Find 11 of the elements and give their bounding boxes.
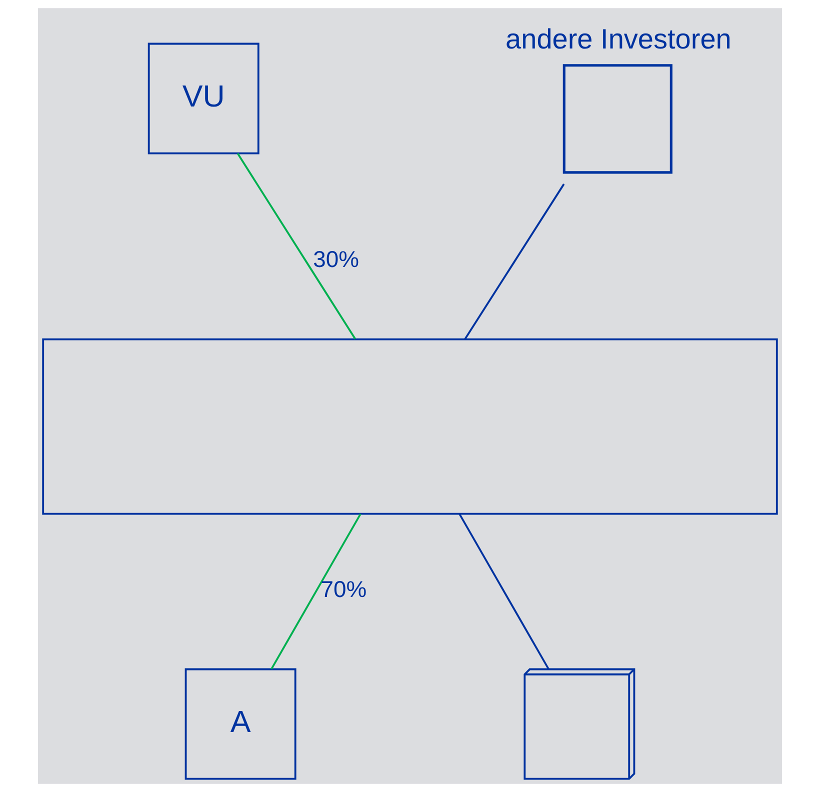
connector: [236, 153, 356, 340]
node-label: andere Investoren: [506, 23, 732, 54]
node-box: A: [184, 668, 296, 780]
edge-label: 70%: [320, 576, 367, 602]
node-box: VU: [148, 42, 260, 154]
node-box: [42, 338, 778, 515]
connector: [458, 513, 550, 670]
connector: [464, 184, 565, 340]
node-box: [562, 64, 672, 174]
connector: [270, 513, 362, 670]
edge-label: 30%: [313, 246, 360, 272]
